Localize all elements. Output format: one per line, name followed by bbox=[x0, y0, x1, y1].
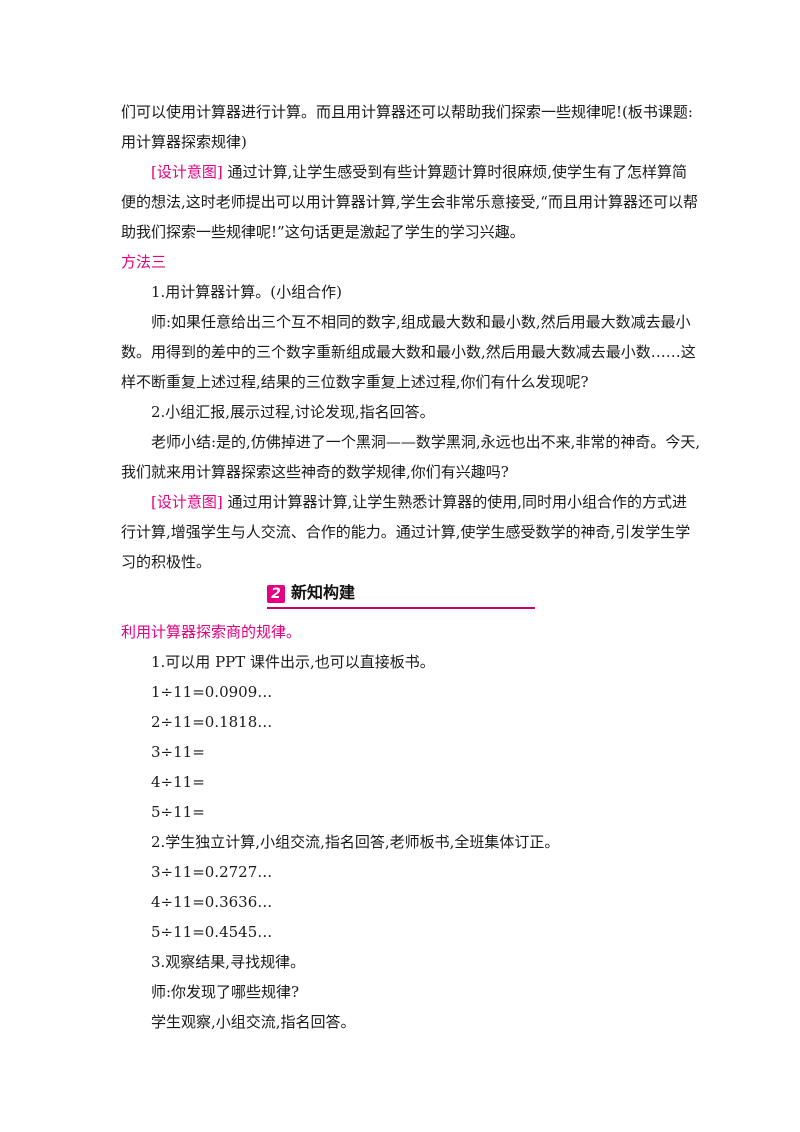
step-1: 1.用计算器计算。(小组合作) bbox=[151, 283, 343, 301]
equation-line: 3÷11=0.2727… bbox=[151, 863, 273, 881]
document-body: 们可以使用计算器进行计算。而且用计算器还可以帮助我们探索一些规律呢!(板书课题:… bbox=[121, 97, 701, 1037]
design-intent-label: [设计意图] bbox=[151, 163, 223, 181]
section-title: 新知构建 bbox=[291, 583, 356, 602]
teacher-question: 师:如果任意给出三个互不相同的数字,组成最大数和最小数,然后用最大数减去最小数。… bbox=[121, 313, 696, 391]
step-2: 2.小组汇报,展示过程,讨论发现,指名回答。 bbox=[151, 403, 435, 421]
section-header: 2 新知构建 bbox=[121, 583, 701, 613]
list-item: 2.学生独立计算,小组交流,指名回答,老师板书,全班集体订正。 bbox=[151, 833, 560, 851]
design-intent-label: [设计意图] bbox=[151, 493, 223, 511]
equation-line: 5÷11= bbox=[151, 803, 205, 821]
subsection-title: 利用计算器探索商的规律。 bbox=[121, 623, 302, 641]
method-three-title: 方法三 bbox=[121, 253, 167, 271]
design-intent-note-1: [设计意图] 通过计算,让学生感受到有些计算题计算时很麻烦,使学生有了怎样算简便… bbox=[121, 157, 701, 247]
list-item: 1.可以用 PPT 课件出示,也可以直接板书。 bbox=[151, 653, 435, 671]
equation-line: 2÷11=0.1818… bbox=[151, 713, 273, 731]
teacher-question: 师:你发现了哪些规律? bbox=[151, 983, 300, 1001]
equation-line: 1÷11=0.0909… bbox=[151, 683, 273, 701]
equation-line: 3÷11= bbox=[151, 743, 205, 761]
section-number-badge: 2 bbox=[267, 585, 285, 603]
equation-line: 4÷11=0.3636… bbox=[151, 893, 273, 911]
section-heading-bar: 2 新知构建 bbox=[267, 583, 535, 609]
design-intent-text: 通过计算,让学生感受到有些计算题计算时很麻烦,使学生有了怎样算简便的想法,这时老… bbox=[121, 163, 698, 241]
teacher-summary: 老师小结:是的,仿佛掉进了一个黑洞——数学黑洞,永远也出不来,非常的神奇。今天,… bbox=[121, 433, 701, 481]
paragraph-intro: 们可以使用计算器进行计算。而且用计算器还可以帮助我们探索一些规律呢!(板书课题:… bbox=[121, 103, 693, 151]
design-intent-text: 通过用计算器计算,让学生熟悉计算器的使用,同时用小组合作的方式进行计算,增强学生… bbox=[121, 493, 691, 571]
list-item: 3.观察结果,寻找规律。 bbox=[151, 953, 306, 971]
equation-line: 5÷11=0.4545… bbox=[151, 923, 273, 941]
student-activity: 学生观察,小组交流,指名回答。 bbox=[151, 1013, 356, 1031]
design-intent-note-2: [设计意图] 通过用计算器计算,让学生熟悉计算器的使用,同时用小组合作的方式进行… bbox=[121, 487, 701, 577]
equation-line: 4÷11= bbox=[151, 773, 205, 791]
